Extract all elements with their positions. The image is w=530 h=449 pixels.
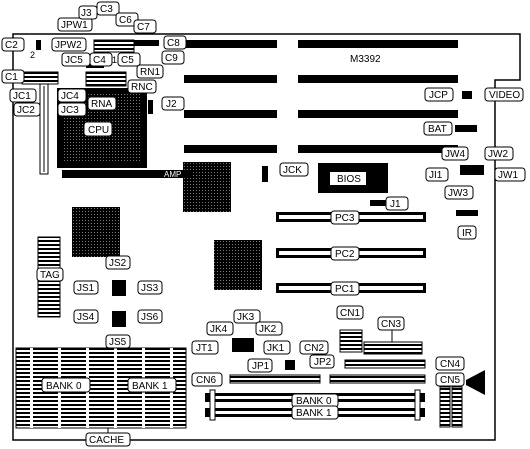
svg-text:CN3: CN3 bbox=[381, 319, 401, 330]
svg-text:PC1: PC1 bbox=[335, 284, 355, 295]
svg-text:CACHE: CACHE bbox=[89, 435, 124, 446]
jumper-group-jk: JK3 JK4 JK2 JK1 bbox=[206, 309, 291, 355]
pci-slot-1: PC1 bbox=[276, 281, 426, 296]
svg-text:C3: C3 bbox=[100, 4, 113, 15]
header-cn6: CN6 bbox=[191, 372, 321, 387]
svg-text:C7: C7 bbox=[137, 22, 150, 33]
svg-text:TAG: TAG bbox=[40, 270, 60, 281]
svg-text:C2: C2 bbox=[5, 40, 18, 51]
connector-ir: IR bbox=[456, 210, 478, 240]
svg-text:J3: J3 bbox=[81, 8, 92, 19]
tag-sram: TAG bbox=[36, 236, 64, 318]
jumper-cluster-top-left: C2 2 JPW1 J3 C3 C6 C7 C8 C9 JPW2 JC5 C4 … bbox=[1, 1, 187, 117]
svg-text:JS5: JS5 bbox=[109, 337, 127, 348]
svg-text:JC4: JC4 bbox=[61, 91, 79, 102]
jumper-jp1: JP1 bbox=[247, 358, 295, 373]
svg-text:JW2: JW2 bbox=[488, 149, 508, 160]
svg-text:JC3: JC3 bbox=[61, 105, 79, 116]
svg-text:C5: C5 bbox=[121, 55, 134, 66]
chipset-3 bbox=[214, 240, 262, 290]
header-cn3: CN3 bbox=[363, 316, 423, 355]
board-model-label: M3392 bbox=[350, 54, 381, 65]
svg-text:CN6: CN6 bbox=[196, 375, 216, 386]
svg-text:AMP: AMP bbox=[164, 170, 181, 179]
svg-text:RNA: RNA bbox=[91, 99, 112, 110]
svg-text:JK2: JK2 bbox=[259, 324, 277, 335]
svg-text:PC3: PC3 bbox=[335, 213, 355, 224]
pci-slot-3: PC3 bbox=[276, 210, 426, 225]
svg-text:C6: C6 bbox=[119, 15, 132, 26]
simm-bank-left: BANK 0 BANK 1 bbox=[15, 347, 187, 429]
svg-text:BANK 0: BANK 0 bbox=[46, 381, 82, 392]
svg-text:J2: J2 bbox=[166, 99, 177, 110]
svg-text:CN2: CN2 bbox=[304, 343, 324, 354]
header-cn2: CN2 bbox=[299, 340, 329, 355]
svg-text:VIDEO: VIDEO bbox=[489, 90, 520, 101]
svg-text:JC5: JC5 bbox=[65, 55, 83, 66]
svg-text:BIOS: BIOS bbox=[337, 174, 361, 185]
pci-slot-2: PC2 bbox=[276, 246, 426, 261]
jumper-group-jw: JW4 JW2 JI1 JW1 JW3 bbox=[425, 146, 526, 200]
bios-chip: BIOS bbox=[318, 163, 388, 193]
svg-text:JS2: JS2 bbox=[109, 258, 127, 269]
simm-sockets-right: BANK 0 BANK 1 bbox=[205, 389, 425, 421]
svg-text:JI1: JI1 bbox=[429, 170, 443, 181]
svg-text:JP2: JP2 bbox=[314, 357, 332, 368]
svg-text:JT1: JT1 bbox=[196, 343, 213, 354]
chipset-2 bbox=[72, 207, 120, 257]
svg-text:CPU: CPU bbox=[88, 125, 109, 136]
svg-text:BANK 1: BANK 1 bbox=[296, 408, 332, 419]
svg-text:JW3: JW3 bbox=[448, 188, 468, 199]
chipset-1 bbox=[183, 162, 231, 212]
svg-text:C4: C4 bbox=[93, 55, 106, 66]
svg-text:JS6: JS6 bbox=[141, 312, 159, 323]
svg-text:JW1: JW1 bbox=[498, 170, 518, 181]
svg-text:JC2: JC2 bbox=[17, 105, 35, 116]
svg-text:C1: C1 bbox=[5, 72, 18, 83]
header-cn5: CN5 bbox=[329, 370, 485, 428]
connector-jcp-video: JCP VIDEO bbox=[424, 87, 524, 102]
svg-text:JW4: JW4 bbox=[445, 149, 465, 160]
battery-bat: BAT bbox=[423, 121, 477, 136]
jumper-jp2: JP2 bbox=[309, 354, 335, 369]
svg-text:IR: IR bbox=[462, 228, 472, 239]
header-cn4: CN4 bbox=[344, 356, 465, 371]
svg-text:JK1: JK1 bbox=[267, 343, 285, 354]
svg-text:BANK 0: BANK 0 bbox=[296, 396, 332, 407]
svg-text:JK4: JK4 bbox=[210, 324, 228, 335]
amp-connector: AMP bbox=[62, 170, 192, 179]
svg-text:JP1: JP1 bbox=[252, 361, 270, 372]
svg-text:BAT: BAT bbox=[428, 124, 447, 135]
svg-text:JCP: JCP bbox=[429, 90, 448, 101]
svg-text:C8: C8 bbox=[167, 38, 180, 49]
svg-text:RN1: RN1 bbox=[140, 67, 160, 78]
svg-text:BANK 1: BANK 1 bbox=[132, 381, 168, 392]
svg-text:JK3: JK3 bbox=[237, 312, 255, 323]
svg-text:CN5: CN5 bbox=[440, 375, 460, 386]
svg-text:JS3: JS3 bbox=[141, 283, 159, 294]
svg-text:JC1: JC1 bbox=[13, 91, 31, 102]
svg-text:JPW1: JPW1 bbox=[61, 20, 88, 31]
svg-text:C9: C9 bbox=[165, 53, 178, 64]
svg-text:J1: J1 bbox=[390, 199, 401, 210]
svg-text:JS4: JS4 bbox=[77, 312, 95, 323]
jumper-group-js: JS2 JS1 JS3 JS4 JS6 JS5 bbox=[73, 255, 163, 349]
isa-slots bbox=[184, 40, 458, 153]
svg-text:JS1: JS1 bbox=[77, 283, 95, 294]
svg-text:RNC: RNC bbox=[131, 82, 153, 93]
svg-text:CN4: CN4 bbox=[440, 359, 460, 370]
header-cn1: CN1 bbox=[336, 305, 364, 353]
cache-label: CACHE bbox=[85, 428, 131, 447]
jumper-j2: J2 bbox=[148, 96, 185, 114]
jumper-jck: JCK bbox=[262, 162, 309, 182]
jumper-j1: J1 bbox=[370, 196, 409, 211]
svg-text:1: 1 bbox=[112, 55, 117, 65]
svg-text:CN1: CN1 bbox=[340, 308, 360, 319]
svg-text:PC2: PC2 bbox=[335, 249, 355, 260]
svg-text:JPW2: JPW2 bbox=[55, 40, 82, 51]
svg-text:JCK: JCK bbox=[283, 165, 302, 176]
jumper-jt1: JT1 bbox=[191, 340, 219, 355]
svg-text:2: 2 bbox=[30, 50, 35, 60]
